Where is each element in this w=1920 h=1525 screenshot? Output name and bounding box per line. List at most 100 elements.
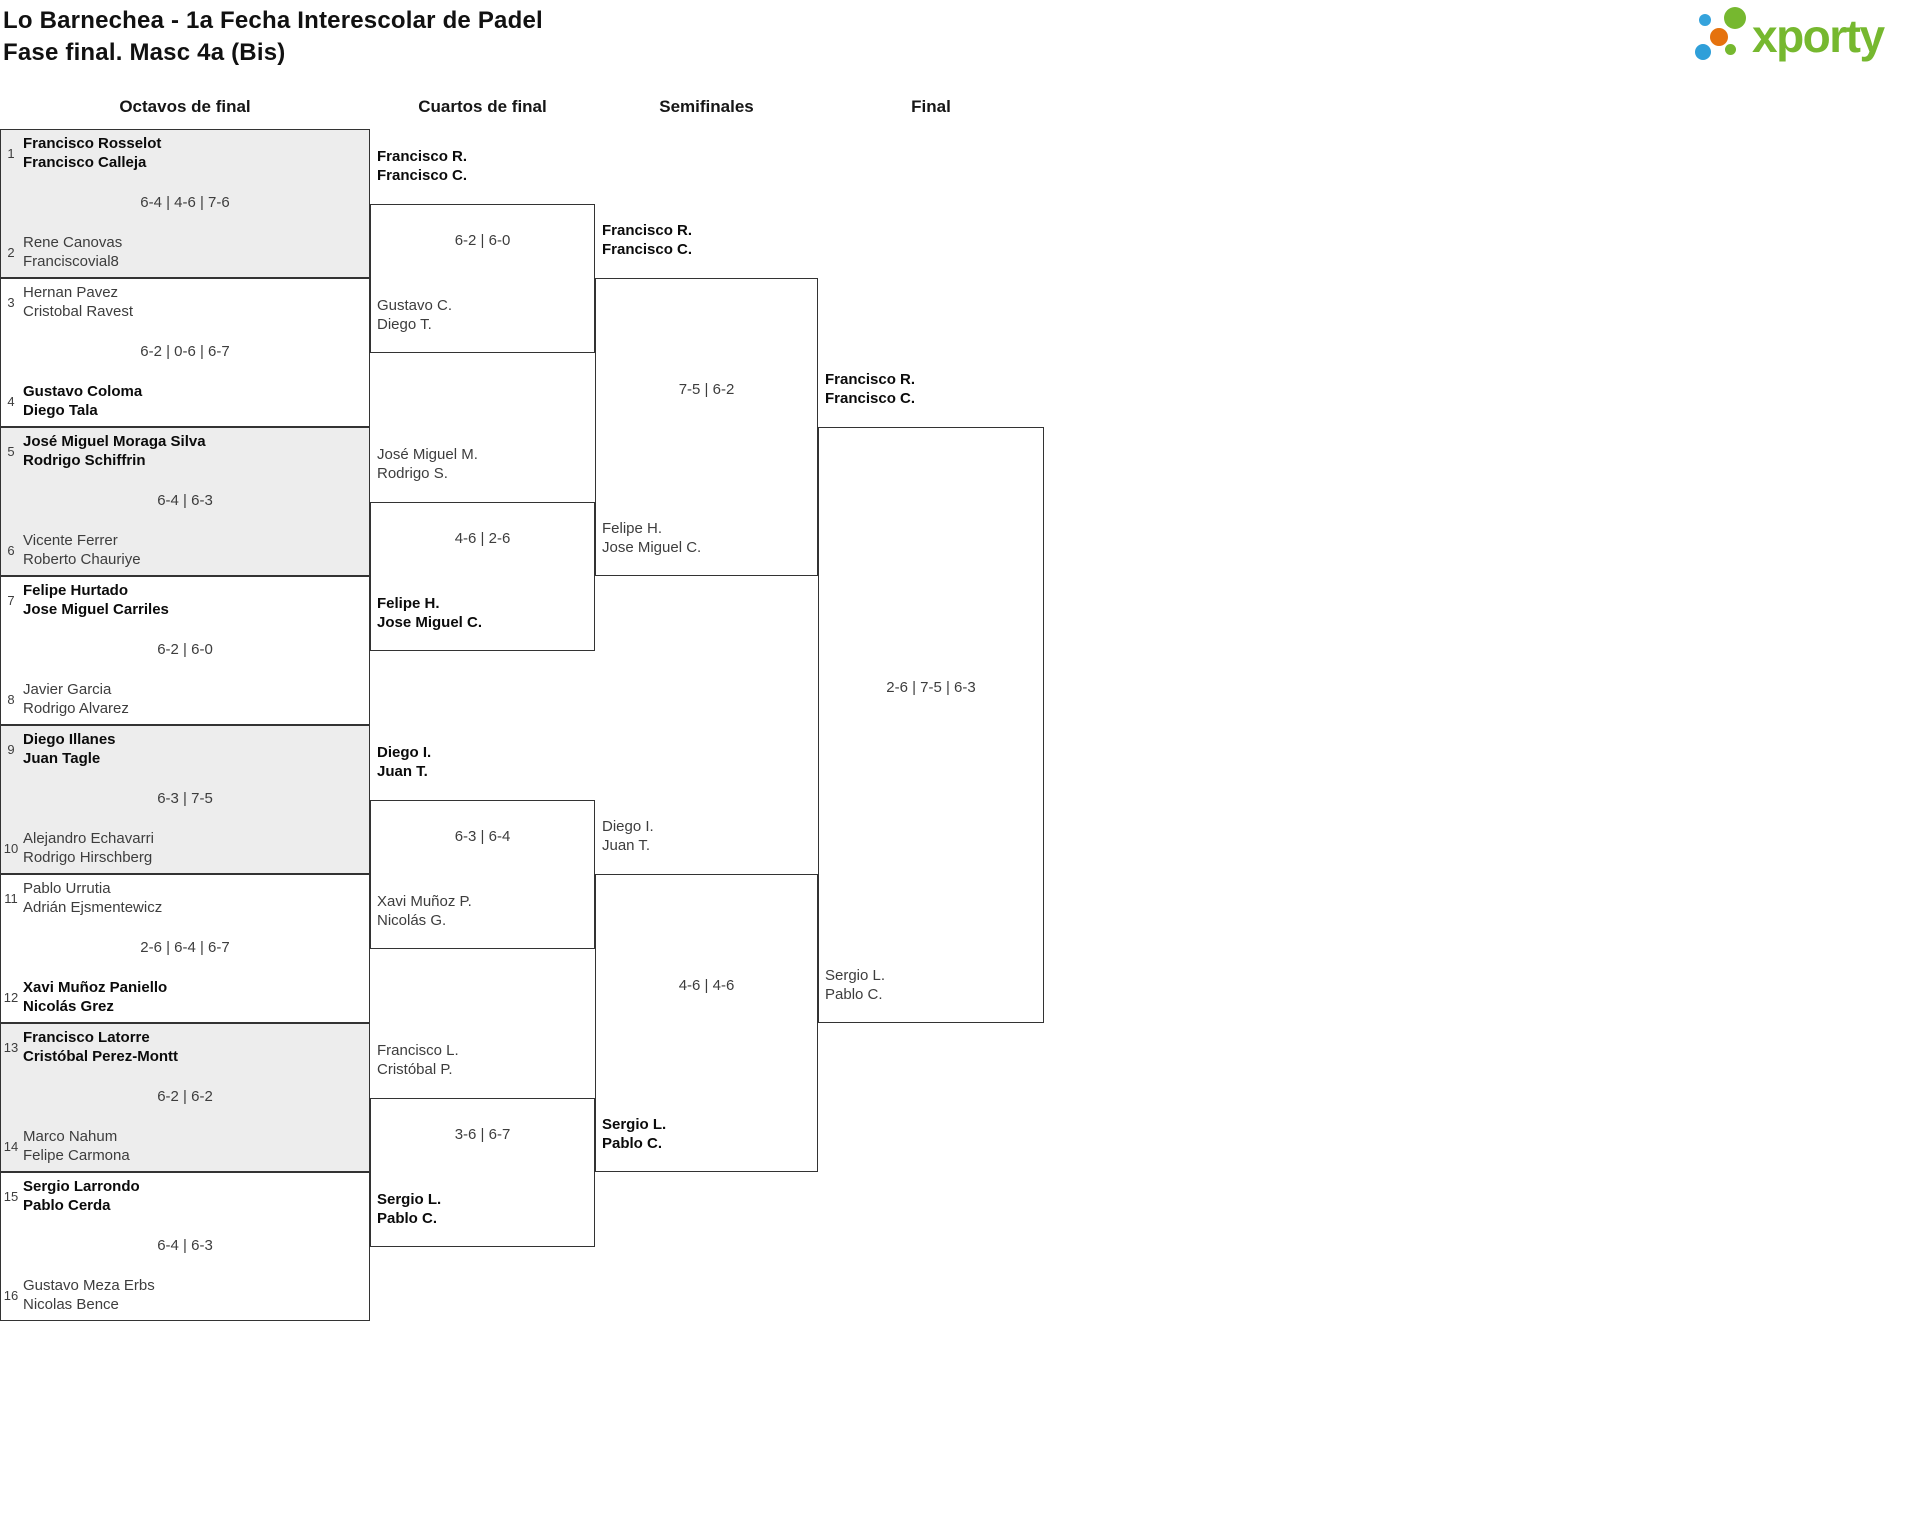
team-player-line: Rodrigo S. (377, 464, 448, 482)
round-header-4: Final (911, 97, 951, 116)
team-player-line: Pablo C. (825, 986, 883, 1003)
match-score: 4-6 | 2-6 (454, 530, 511, 547)
round-header-2: Cuartos de final (418, 97, 547, 116)
team-player-line: Sergio L. (377, 1190, 442, 1208)
team-player-line: Francisco R. (602, 222, 693, 239)
round-header-1: Octavos de final (119, 97, 251, 116)
team-player-line: Francisco Rosselot (23, 135, 162, 152)
team-player-line: Rene Canovas (23, 234, 123, 251)
team-name: Gustavo C.Diego T. (377, 296, 452, 334)
team-player-line: Sergio Larrondo (23, 1178, 140, 1195)
logo-dot-orange-icon (1710, 28, 1728, 46)
logo-dot-blue-small-icon (1699, 14, 1711, 26)
team-player-line: Juan T. (377, 762, 428, 780)
team-name: Francisco L.Cristóbal P. (377, 1041, 459, 1079)
team-player-line: Diego I. (602, 818, 654, 835)
team-name: Felipe H.Jose Miguel C. (377, 594, 482, 632)
team-player-line: Diego Tala (23, 402, 98, 419)
team-player-line: Diego Illanes (23, 731, 116, 748)
team-player-line: Franciscovial8 (23, 253, 119, 270)
seed-number: 15 (3, 1188, 19, 1204)
team-name: Xavi Muñoz P.Nicolás G. (377, 892, 472, 930)
round-header-3: Semifinales (659, 97, 754, 116)
team-name: Diego I.Juan T. (377, 743, 431, 781)
match-score: 6-4 | 6-3 (157, 1237, 213, 1254)
team-player-line: Jose Miguel C. (602, 539, 702, 556)
team-name: Francisco R.Francisco C. (825, 370, 915, 408)
team-name: Sergio L.Pablo C. (602, 1115, 666, 1153)
team-player-line: Adrián Ejsmentewicz (23, 899, 163, 916)
team-player-line: Roberto Chauriye (23, 551, 141, 568)
match-box-r2-m4 (370, 1097, 595, 1247)
match-box-r2-m2 (370, 501, 595, 651)
match-box-r1-m2 (0, 278, 370, 427)
seed-number: 11 (4, 890, 18, 906)
team-player-line: Pablo Cerda (23, 1197, 111, 1214)
team-name: Francisco R. Francisco C. (602, 221, 692, 259)
match-box-r2-m1 (370, 203, 595, 353)
team-player-line: Gustavo Coloma (23, 383, 143, 400)
team-player-line: Cristóbal P. (377, 1060, 453, 1078)
match-score: 6-2 | 6-0 (157, 641, 213, 658)
team-player-line: Gustavo Meza Erbs (23, 1277, 155, 1294)
match-score: 4-6 | 4-6 (678, 977, 735, 994)
match-score: 7-5 | 6-2 (678, 381, 735, 398)
match-score: 6-2 | 6-0 (454, 232, 511, 249)
team-player-line: Hernan Pavez (23, 284, 119, 301)
xporty-logo[interactable]: xporty (1690, 4, 1918, 68)
team-player-line: Nicolas Bence (23, 1296, 119, 1313)
team-player-line: Francisco C. (602, 241, 693, 258)
team-player-line: Pablo C. (602, 1135, 663, 1152)
team-player-line: Nicolás Grez (23, 998, 114, 1015)
team-player-line: Francisco R. (377, 147, 468, 165)
team-player-line: Diego T. (377, 315, 432, 333)
match-box-r3-m2 (595, 874, 818, 1172)
team-player-line: Felipe Hurtado (23, 582, 129, 599)
team-player-line: Pablo C. (377, 1209, 438, 1227)
page-title: Lo Barnechea - 1a Fecha Interescolar de … (3, 7, 543, 34)
match-score: 3-6 | 6-7 (454, 1126, 511, 1143)
team-name: Sergio L.Pablo C. (377, 1190, 441, 1228)
match-box-r1-m8 (0, 1172, 370, 1321)
team-player-line: Francisco Latorre (23, 1029, 150, 1046)
team-player-line: Juan Tagle (23, 750, 101, 767)
team-player-line: Felipe Carmona (23, 1147, 130, 1164)
match-box-r1-m6 (0, 874, 370, 1023)
logo-dot-green-big-icon (1724, 7, 1746, 29)
team-player-line: Rodrigo Alvarez (23, 700, 129, 717)
team-name: José Miguel M.Rodrigo S. (377, 445, 478, 483)
team-player-line: Marco Nahum (23, 1128, 118, 1145)
team-player-line: Felipe H. (377, 594, 440, 612)
match-score: 6-4 | 4-6 | 7-6 (140, 194, 230, 211)
match-score: 6-3 | 6-4 (454, 828, 511, 845)
seed-number: 7 (7, 592, 15, 608)
seed-number: 10 (3, 840, 19, 856)
team-player-line: Felipe H. (602, 520, 663, 537)
team-player-line: Jose Miguel Carriles (23, 601, 169, 618)
team-player-line: José Miguel M. (377, 445, 478, 463)
seed-number: 13 (3, 1039, 19, 1055)
match-score: 6-2 | 0-6 | 6-7 (140, 343, 230, 360)
match-score: 6-2 | 6-2 (157, 1088, 213, 1105)
match-score: 2-6 | 6-4 | 6-7 (140, 939, 230, 956)
match-box-r2-m3 (370, 799, 595, 949)
team-player-line: Pablo Urrutia (23, 880, 111, 897)
match-box-r1-m7 (0, 1023, 370, 1172)
logo-dot-blue-big-icon (1695, 44, 1711, 60)
seed-number: 12 (3, 989, 19, 1005)
match-box-r3-m1 (595, 278, 818, 576)
team-player-line: Javier Garcia (23, 681, 112, 698)
seed-number: 16 (3, 1287, 19, 1303)
